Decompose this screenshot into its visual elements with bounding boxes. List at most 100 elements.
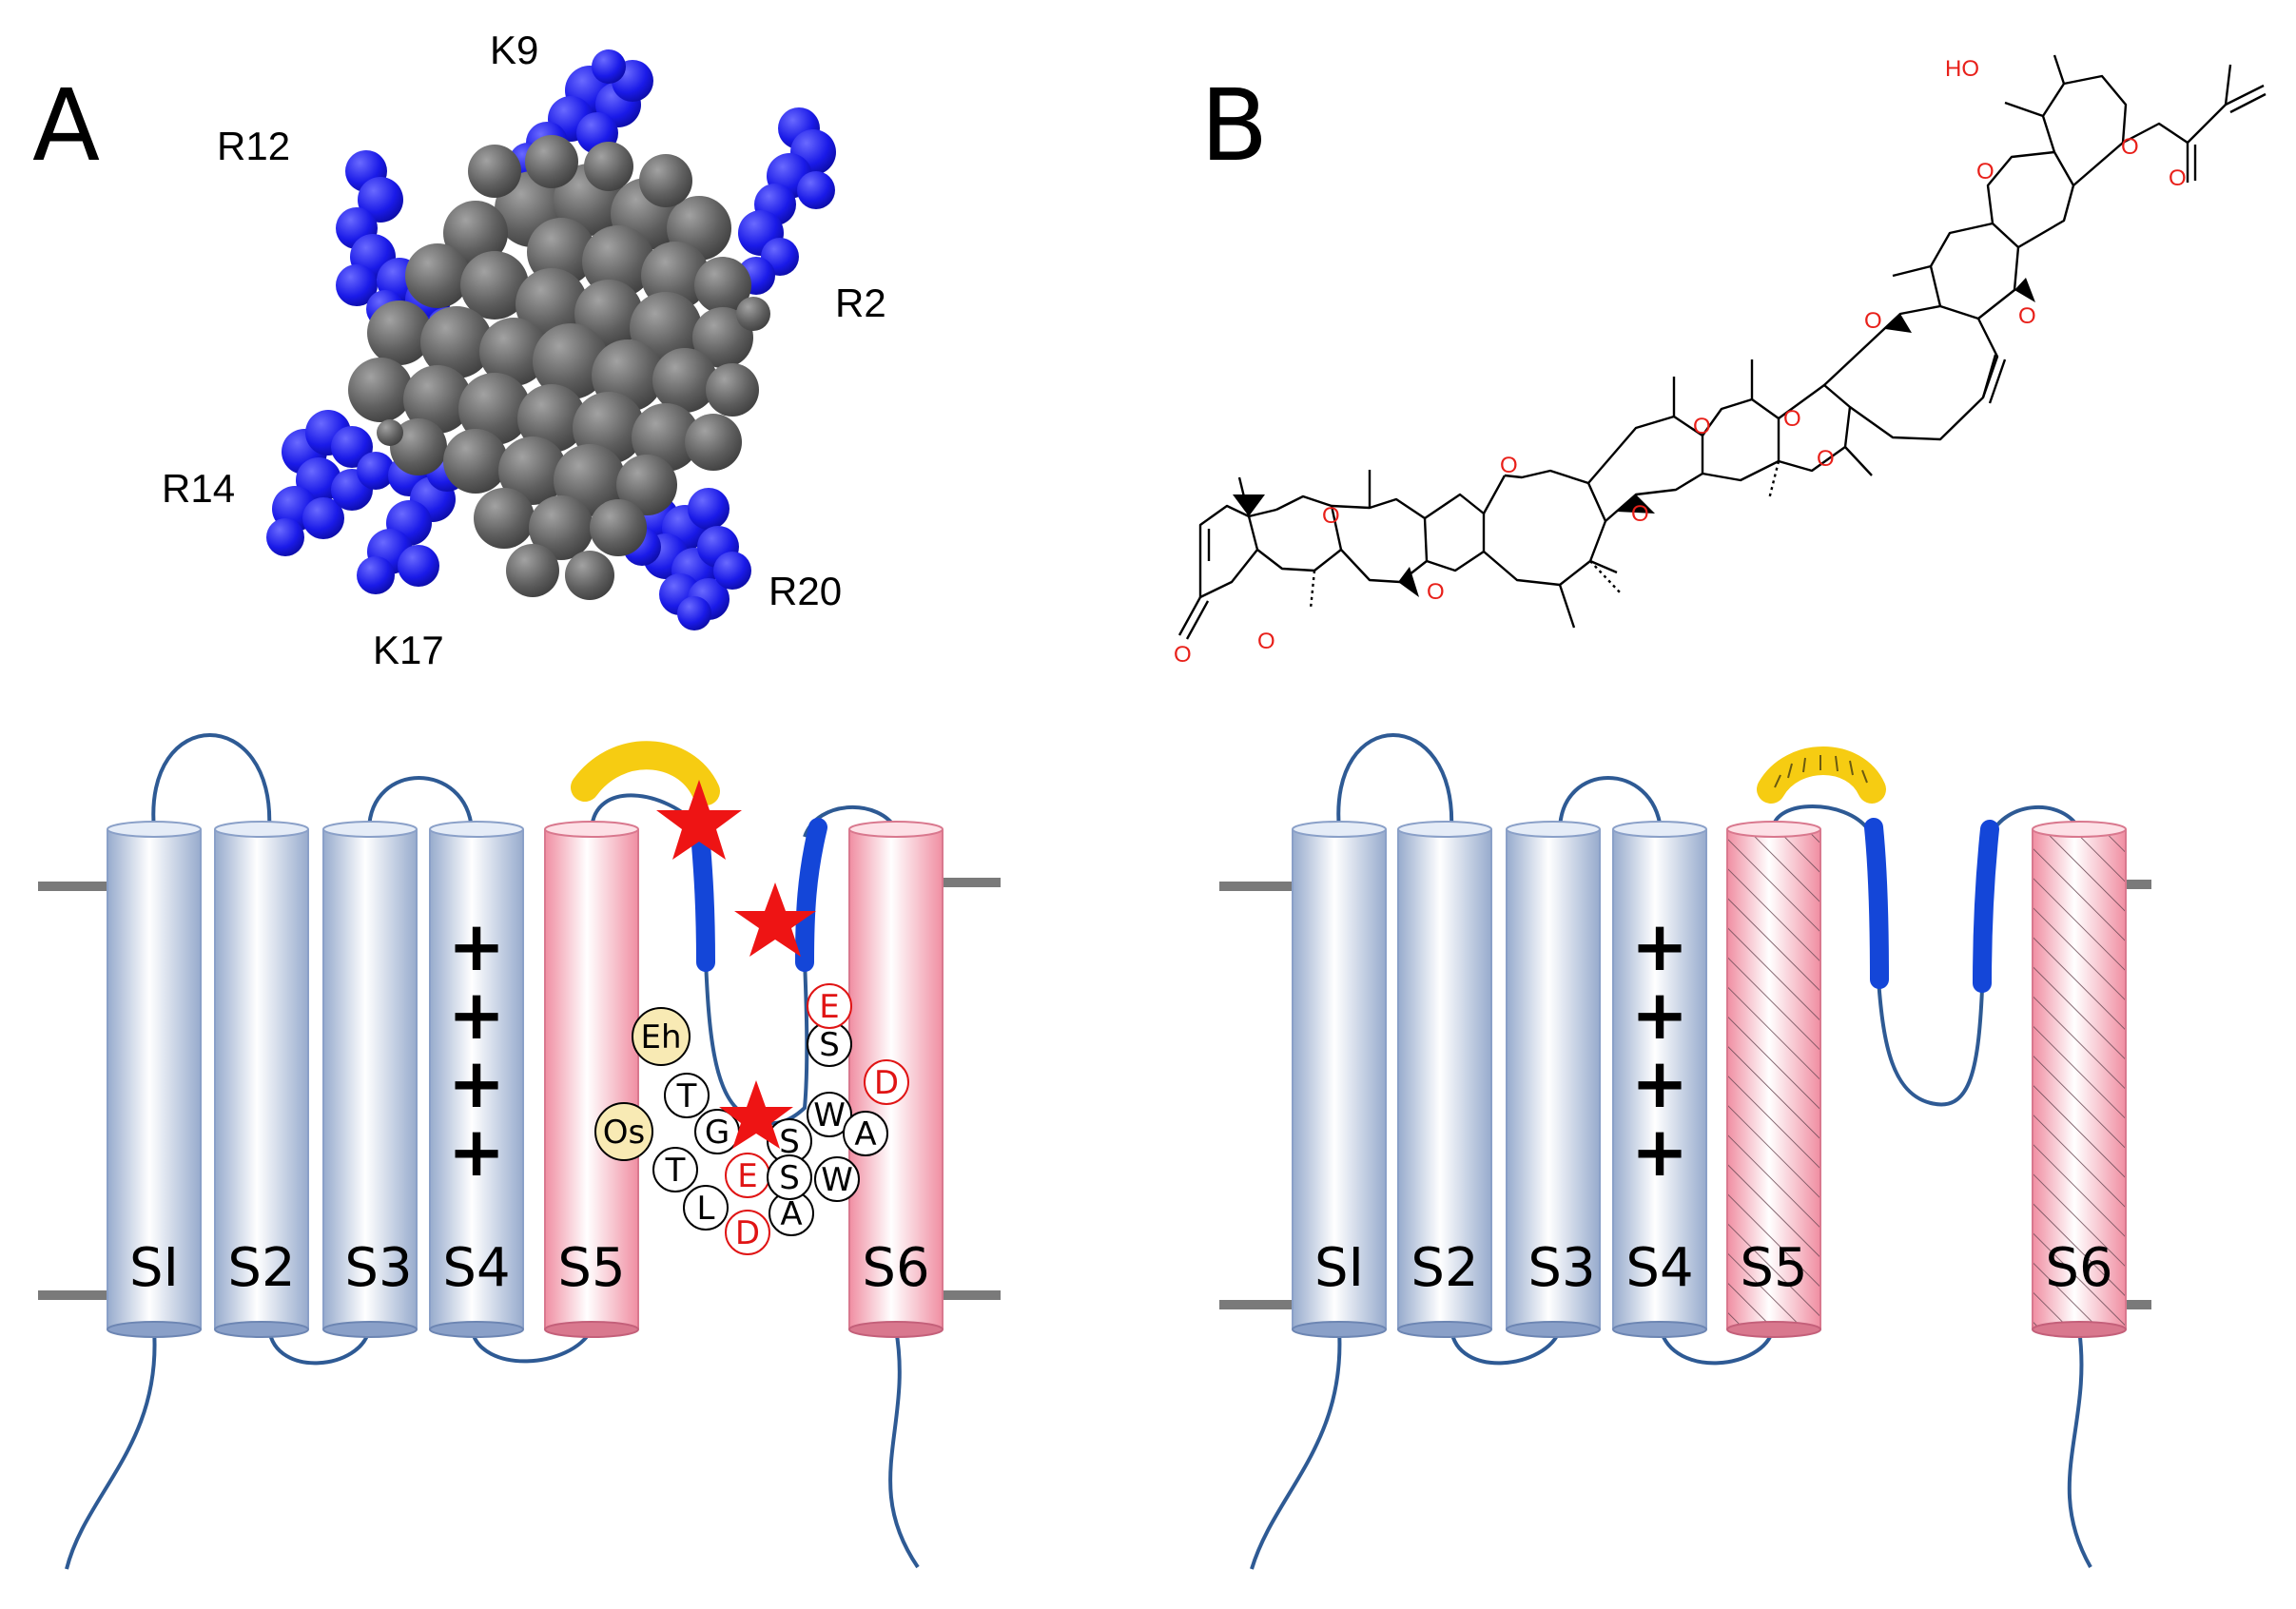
segment-label: S3 [1527, 1237, 1595, 1299]
drug-site-os: Os [594, 1102, 653, 1161]
svg-text:T: T [676, 1077, 697, 1115]
oxygen-label-9: O [1817, 446, 1835, 472]
extracellular-loop [1336, 733, 1454, 830]
svg-text:A: A [780, 1195, 802, 1233]
gating-charge: + [1631, 906, 1688, 986]
residue-badge: T [652, 1147, 698, 1192]
segment-label: S4 [1625, 1237, 1693, 1299]
turret [571, 741, 720, 805]
residue-label-r12: R12 [217, 124, 290, 168]
binding-site-star [734, 882, 816, 957]
oxygen-label-13: O [2121, 134, 2139, 160]
svg-text:A: A [854, 1115, 876, 1153]
drug-site-eh-label: Eh [640, 1018, 681, 1057]
residue-badge: S [767, 1118, 812, 1164]
segment-label: S2 [1411, 1237, 1478, 1299]
pore-loop [1771, 804, 1870, 831]
segment-label: S3 [344, 1237, 412, 1299]
binding-site-star [656, 780, 742, 860]
segment-s5: S5 [544, 821, 639, 1338]
oxygen-label-5: O [1500, 453, 1518, 478]
residue-label-r14: R14 [162, 466, 235, 511]
n-terminus [65, 1328, 157, 1570]
segment-label: S2 [227, 1237, 295, 1299]
toxin-heteroatoms: HO O O O O O O O O O O O O O O [1174, 56, 2187, 668]
segment-s6: S6 [2032, 821, 2127, 1338]
c-terminus [888, 1328, 920, 1569]
gating-charge: + [1631, 1043, 1688, 1123]
segment-label: S5 [1740, 1237, 1807, 1299]
gating-charge: + [1631, 975, 1688, 1055]
svg-text:S: S [819, 1026, 840, 1064]
residue-badge: S [767, 1154, 812, 1200]
segment-s4: + + + + S4 [429, 821, 524, 1338]
channel-diagram-b: SI S2 S3 + + + + S4 [1219, 733, 2151, 1570]
residue-badge: D [864, 1059, 909, 1105]
segment-s1: SI [1292, 821, 1387, 1338]
svg-text:E: E [819, 988, 839, 1026]
extracellular-loop [367, 776, 474, 830]
extracellular-loop [151, 733, 272, 830]
drug-site-os-label: Os [603, 1114, 645, 1152]
svg-text:S: S [779, 1159, 800, 1197]
n-terminus [1250, 1328, 1342, 1570]
c-terminus [2067, 1328, 2092, 1568]
residue-badge: T [664, 1073, 710, 1118]
selectivity-filter: T G S W A T E S E D L D A W S [652, 983, 909, 1255]
segment-label: SI [1314, 1237, 1364, 1299]
oxygen-label-4: O [1427, 579, 1445, 605]
svg-text:W: W [821, 1161, 853, 1199]
oxygen-label-14: O [2169, 165, 2187, 191]
drug-site-eh: Eh [632, 1007, 691, 1066]
pore-loop [704, 960, 809, 1126]
panel-letter-a: A [32, 68, 100, 184]
svg-text:E: E [737, 1157, 757, 1195]
oxygen-label-8: O [1783, 406, 1801, 432]
intracellular-loop [470, 1328, 593, 1364]
pore-helix [1864, 818, 1889, 989]
intracellular-loop [267, 1328, 371, 1366]
residue-badge: L [683, 1185, 729, 1231]
oxygen-label-7: O [1693, 414, 1711, 439]
gating-charge: + [448, 975, 505, 1055]
channel-diagram-a: SI S2 S3 + + + + S4 [38, 733, 1001, 1570]
segment-s5: S5 [1726, 821, 1821, 1338]
gating-charge: + [448, 1112, 505, 1192]
residue-badge: D [725, 1210, 770, 1255]
oxygen-label-11: O [2018, 303, 2036, 329]
segment-s3: S3 [1506, 821, 1601, 1338]
residue-badge: E [725, 1153, 770, 1198]
segment-label: S6 [2045, 1237, 2112, 1299]
segment-label: SI [129, 1237, 179, 1299]
binding-site-star [719, 1080, 793, 1149]
intracellular-loop [1450, 1328, 1562, 1366]
residue-label-r20: R20 [769, 569, 842, 613]
residue-badge: W [807, 1092, 852, 1137]
oxygen-label-12: O [1976, 159, 1994, 184]
toxin-structure [1177, 54, 2267, 640]
segment-s3: S3 [322, 821, 418, 1338]
intracellular-loop [1659, 1328, 1775, 1366]
peptide-backbone-core [348, 135, 770, 600]
gating-charge: + [448, 1043, 505, 1123]
segment-s2: S2 [214, 821, 309, 1338]
pore-loop [1877, 979, 1984, 1107]
turret-hatch [1774, 755, 1868, 788]
svg-text:T: T [665, 1152, 686, 1190]
residue-label-k17: K17 [373, 628, 444, 672]
svg-text:D: D [874, 1064, 899, 1102]
pore-helix [795, 818, 827, 972]
svg-text:L: L [697, 1190, 715, 1228]
svg-text:G: G [705, 1114, 730, 1152]
segment-label: S4 [442, 1237, 510, 1299]
svg-text:W: W [813, 1096, 846, 1134]
segment-label: S5 [557, 1237, 625, 1299]
gating-charge: + [448, 906, 505, 986]
pore-helix [1973, 820, 1999, 993]
oxygen-label-6: O [1631, 501, 1649, 527]
extracellular-loop [1558, 776, 1663, 830]
panel-letter-b: B [1200, 68, 1268, 184]
segment-label: S6 [862, 1237, 929, 1299]
oxygen-label-2: O [1257, 629, 1275, 654]
